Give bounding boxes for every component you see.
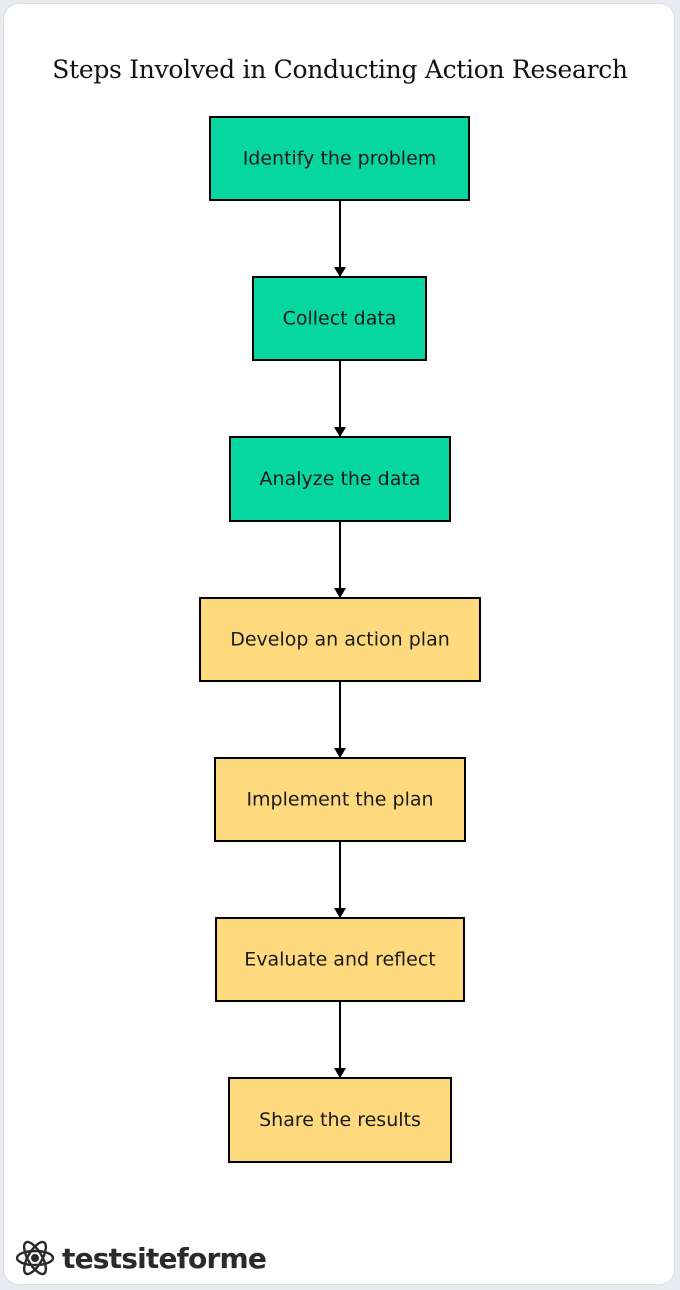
step-label: Implement the plan [246, 789, 433, 811]
step-box [199, 597, 481, 682]
diagram-title: Steps Involved in Conducting Action Rese… [52, 55, 628, 84]
step-label: Share the results [259, 1109, 421, 1131]
step-box [228, 1077, 452, 1163]
atom-icon [15, 1240, 55, 1276]
step-label: Identify the problem [243, 148, 437, 170]
step-node-collect: Collect data [252, 276, 427, 361]
step-label: Analyze the data [260, 468, 421, 490]
step-node-implement: Implement the plan [214, 757, 466, 842]
step-box [215, 917, 465, 1002]
step-label: Evaluate and reflect [244, 949, 435, 971]
step-label: Develop an action plan [230, 629, 450, 651]
step-node-identify: Identify the problem [209, 116, 470, 201]
step-node-analyze: Analyze the data [229, 436, 451, 522]
step-node-share: Share the results [228, 1077, 452, 1163]
brand-name: testsiteforme [62, 1241, 267, 1275]
step-node-evaluate: Evaluate and reflect [215, 917, 465, 1002]
step-box [229, 436, 451, 522]
step-box [214, 757, 466, 842]
step-box [209, 116, 470, 201]
step-label: Collect data [283, 308, 397, 330]
brand-logo: testsiteforme [14, 1236, 267, 1280]
step-node-develop: Develop an action plan [199, 597, 481, 682]
step-box [252, 276, 427, 361]
